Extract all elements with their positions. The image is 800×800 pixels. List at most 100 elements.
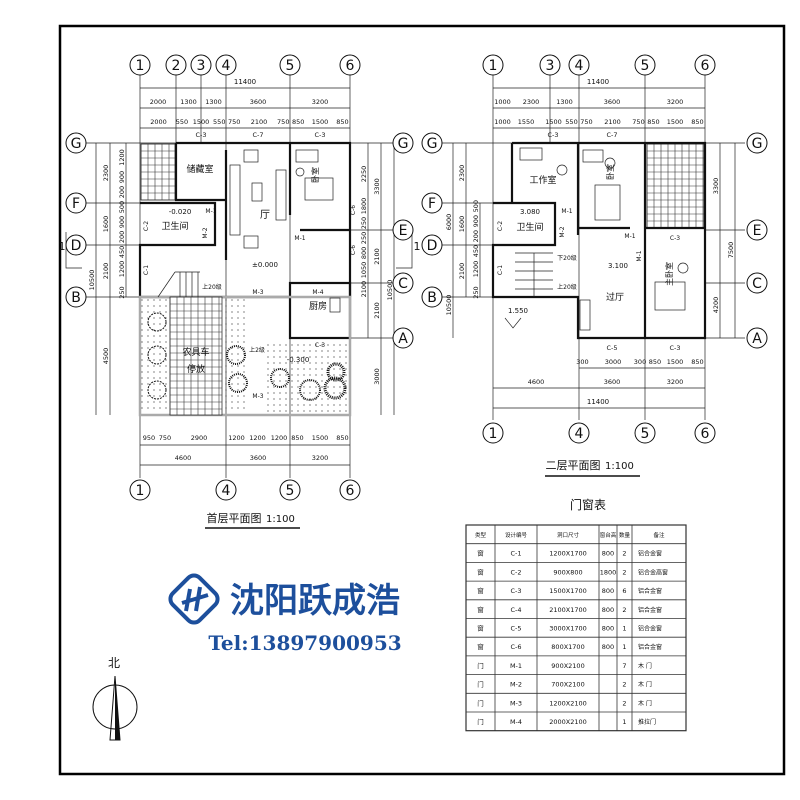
axis-label: B: [427, 290, 437, 306]
first-floor-stairs: [157, 271, 200, 298]
door-tag: M-4: [312, 289, 323, 296]
dimension-label: 11400: [587, 78, 609, 86]
terrace-tile-grid: [646, 143, 704, 229]
window-tag: C-2: [497, 221, 504, 231]
dimension-label: 300: [576, 358, 588, 366]
axis-label: 1: [136, 58, 145, 74]
axis-bubble: [568, 54, 590, 76]
dimension-label: 750: [632, 118, 644, 126]
dimension-label: 1550: [518, 118, 535, 126]
first-floor-plan: [65, 75, 413, 478]
table-cell: 2: [622, 681, 626, 689]
stair-note: 上2级: [249, 346, 265, 354]
dimension-label: 550: [213, 118, 225, 126]
door-tag: M-1: [561, 208, 572, 215]
axis-bubble: [746, 219, 768, 241]
dimension-label: 750: [277, 118, 289, 126]
table-cell: C-2: [510, 568, 521, 576]
dimension-label: 4600: [528, 378, 545, 386]
dimension-label: 3600: [604, 98, 621, 106]
dimension-label: 200: [472, 230, 480, 242]
axis-bubble: [165, 54, 187, 76]
table-cell: M-4: [510, 718, 522, 726]
axis-bubble: [482, 422, 504, 444]
dimension-label: 1200: [472, 261, 480, 278]
dimension-label: 3600: [250, 98, 267, 106]
table-cell: 窗: [477, 642, 484, 651]
dimension-label: 250: [360, 217, 368, 229]
table-cell: 铝合金窗: [638, 587, 662, 595]
window-tag: C-6: [350, 205, 357, 215]
dimension-label: 3600: [604, 378, 621, 386]
axis-label: 6: [346, 483, 355, 499]
dimension-label: 1200: [249, 434, 266, 442]
dimension-label: 2300: [458, 165, 466, 182]
door-tag: M-1: [636, 250, 643, 261]
axis-bubble: [339, 54, 361, 76]
axis-bubble: [65, 234, 87, 256]
dimension-label: 2100: [102, 263, 110, 280]
axis-label: E: [753, 223, 762, 239]
table-header: 洞口尺寸: [557, 531, 580, 539]
level-mark: 3.080: [520, 208, 540, 216]
table-cell: 900X800: [553, 568, 582, 576]
axis-label: 3: [546, 58, 555, 74]
brand-name: 沈阳跃成浩: [230, 581, 400, 621]
axis-label: 1: [489, 58, 498, 74]
second-floor-walls: [491, 141, 707, 340]
axis-bubble: [539, 54, 561, 76]
dimension-label: 11400: [234, 78, 256, 86]
dimension-label: 4200: [712, 297, 720, 314]
dimension-label: 1600: [458, 216, 466, 233]
window-tag: C-3: [314, 131, 325, 139]
dimension-label: 1500: [193, 118, 210, 126]
first-floor-title: 首层平面图: [207, 511, 262, 525]
north-arrow: [92, 675, 138, 741]
dimension-label: 1800: [360, 198, 368, 215]
room-label-garage: 停放: [187, 363, 205, 375]
axis-bubble: [392, 327, 414, 349]
table-cell: 1500X1700: [549, 587, 587, 595]
dimension-label: 2100: [373, 248, 381, 265]
table-cell: 2: [622, 606, 626, 614]
dimension-label: 1200: [118, 149, 126, 166]
axis-label: G: [71, 136, 82, 152]
dimension-label: 2300: [102, 165, 110, 182]
table-cell: 800: [602, 643, 614, 651]
axis-label: 5: [286, 483, 295, 499]
axis-label: G: [398, 136, 409, 152]
window-tag: C-3: [315, 342, 325, 349]
dimension-label: 250: [118, 286, 126, 298]
room-label-master-bedroom: 主卧室: [664, 262, 674, 286]
axis-label: 2: [172, 58, 181, 74]
room-label-bathroom: 卫生间: [516, 221, 543, 233]
brand-phone: Tel:13897900953: [208, 631, 401, 655]
dimension-label: 1600: [102, 216, 110, 233]
room-label-garage: 农具车: [182, 346, 209, 358]
dimension-label: 450: [118, 246, 126, 258]
window-tag: C-3: [195, 131, 206, 139]
axis-label: C: [752, 276, 762, 292]
axis-bubble: [279, 54, 301, 76]
axis-label: 4: [575, 58, 584, 74]
room-label-kitchen: 厨房: [309, 300, 327, 312]
axis-label: 1: [136, 483, 145, 499]
axis-label: C: [398, 276, 408, 292]
dimension-label: 2000: [150, 98, 167, 106]
table-cell: M-1: [510, 662, 522, 670]
table-cell: 2100X1700: [549, 606, 587, 614]
dimension-label: 2100: [251, 118, 268, 126]
axis-bubble: [65, 192, 87, 214]
first-floor-scale: 1:100: [266, 514, 295, 525]
table-cell: 3000X1700: [549, 625, 587, 633]
window-tag: C-3: [547, 131, 558, 139]
table-cell: M-2: [510, 681, 522, 689]
table-cell: 700X2100: [551, 681, 584, 689]
second-floor-axis-lines: [440, 75, 745, 420]
level-mark: -0.020: [169, 208, 192, 216]
table-cell: 2: [622, 568, 626, 576]
room-label-bedroom: 卧室: [310, 167, 320, 183]
dimension-label: 1500: [545, 118, 562, 126]
table-cell: 1: [622, 643, 626, 651]
